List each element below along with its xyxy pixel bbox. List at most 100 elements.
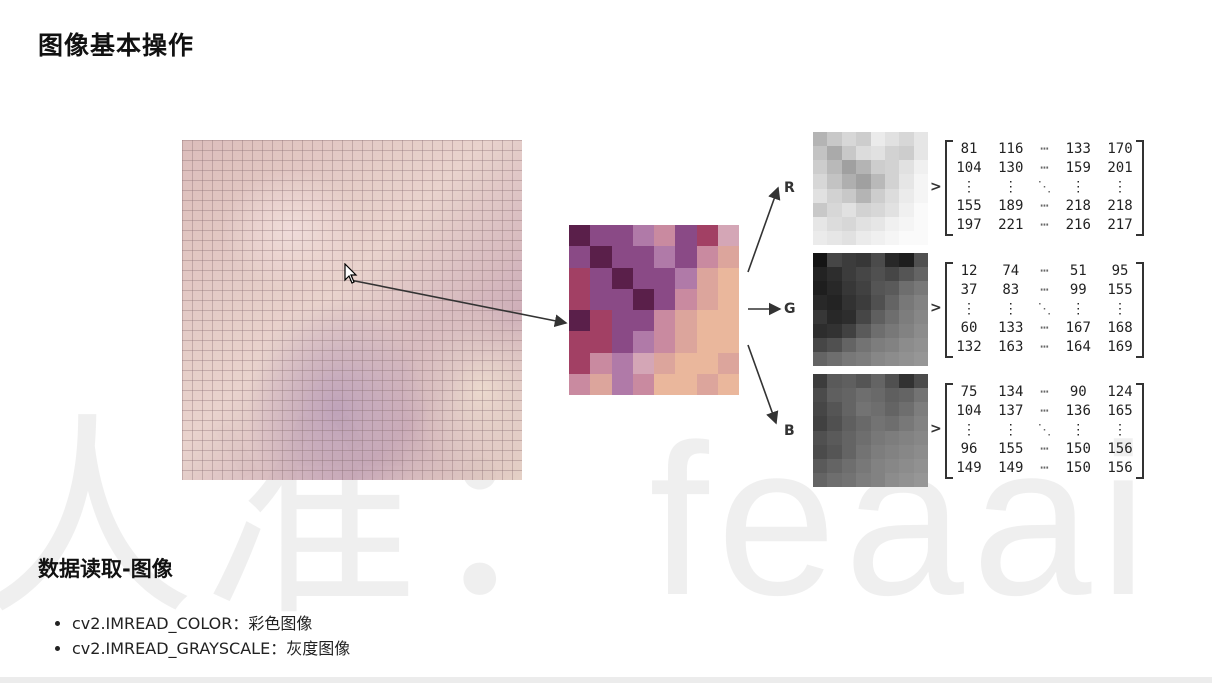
channel-pixel [841, 295, 857, 310]
matrix-cell: ⋱ [1037, 179, 1052, 195]
channel-pixel [913, 160, 928, 175]
channel-pixel [870, 472, 885, 487]
channel-pixel [813, 458, 828, 473]
channel-pixel [813, 309, 828, 324]
matrix-cell: ⋯ [1040, 384, 1049, 400]
matrix-cell: 133 [1065, 141, 1091, 157]
matrix-cell: 116 [998, 141, 1024, 157]
patch-pixel [569, 373, 591, 395]
bracket-corner [947, 234, 953, 236]
channel-pixel [827, 230, 842, 245]
channel-pixel [899, 132, 914, 147]
matrix-cell: 156 [1107, 460, 1133, 476]
patch-pixel [717, 267, 739, 289]
channel-pixel [884, 430, 900, 445]
channel-pixel [827, 458, 842, 473]
channel-pixel [913, 309, 928, 324]
channel-pixel [899, 230, 914, 245]
bracket-corner [1136, 356, 1142, 358]
channel-pixel [884, 416, 900, 431]
patch-pixel [611, 310, 633, 332]
matrix-cell: ⋮ [1003, 301, 1018, 317]
matrix-cell: 156 [1107, 441, 1133, 457]
channel-pixel [827, 472, 842, 487]
patch-pixel [611, 373, 633, 395]
channel-pixel [884, 160, 900, 175]
channel-pixel [913, 430, 928, 445]
matrix-cell: 218 [1065, 198, 1091, 214]
patch-pixel [717, 352, 739, 374]
channel-pixel [856, 472, 871, 487]
channel-pixel [827, 160, 842, 175]
matrix-cell: ⋱ [1037, 422, 1052, 438]
channel-pixel [813, 132, 828, 147]
channel-pixel [884, 472, 900, 487]
channel-pixel [870, 174, 885, 189]
patch-pixel [696, 373, 718, 395]
patch-pixel [696, 267, 718, 289]
channel-pixel [870, 216, 885, 231]
channel-pixel [827, 416, 842, 431]
channel-pixel [884, 337, 900, 352]
matrix-cell: 134 [998, 384, 1024, 400]
channel-pixel [841, 188, 857, 203]
channel-pixel [899, 309, 914, 324]
channel-pixel [841, 374, 857, 389]
matrix-cell: 124 [1107, 384, 1133, 400]
channel-pixel [884, 351, 900, 366]
channel-pixel [856, 416, 871, 431]
channel-pixel [913, 402, 928, 417]
matrix-cell: 104 [956, 160, 982, 176]
channel-pixel [841, 146, 857, 161]
channel-pixel [841, 202, 857, 217]
channel-pixel [827, 430, 842, 445]
pixel-grid [182, 140, 522, 480]
matrix-cell: 197 [956, 217, 982, 233]
channel-pixel [870, 267, 885, 282]
channel-pixel [841, 351, 857, 366]
matrix-cell: 168 [1107, 320, 1133, 336]
patch-pixel [611, 246, 633, 268]
channel-pixel [813, 402, 828, 417]
patch-pixel [632, 310, 654, 332]
matrix-cell: 165 [1107, 403, 1133, 419]
channel-pixel [870, 188, 885, 203]
patch-pixel [611, 225, 633, 247]
channel-pixel [856, 351, 871, 366]
matrix-cell: 149 [956, 460, 982, 476]
channel-pixel [913, 267, 928, 282]
channel-pixel [870, 402, 885, 417]
matrix-cell: ⋯ [1040, 460, 1049, 476]
channel-pixel [813, 374, 828, 389]
source-image [182, 140, 522, 480]
bracket-corner [1136, 383, 1142, 385]
channel-pixel [813, 430, 828, 445]
matrix-cell: 189 [998, 198, 1024, 214]
patch-pixel [696, 310, 718, 332]
channel-pixel [913, 295, 928, 310]
channel-pixel [899, 374, 914, 389]
channel-pixel [899, 458, 914, 473]
channel-pixel [870, 309, 885, 324]
channel-pixel [899, 402, 914, 417]
channel-pixel [870, 160, 885, 175]
channel-pixel [841, 388, 857, 403]
matrix-cell: ⋯ [1040, 160, 1049, 176]
channel-pixel [913, 472, 928, 487]
patch-pixel [611, 267, 633, 289]
patch-pixel [654, 373, 676, 395]
matrix-cell: 221 [998, 217, 1024, 233]
matrix-cell: 81 [960, 141, 978, 157]
patch-pixel [717, 373, 739, 395]
patch-pixel [569, 225, 591, 247]
matrix-cell: ⋯ [1040, 217, 1049, 233]
patch-pixel [675, 331, 697, 353]
channel-pixel [813, 174, 828, 189]
channel-pixel [913, 230, 928, 245]
patch-pixel [717, 225, 739, 247]
patch-pixel [717, 310, 739, 332]
